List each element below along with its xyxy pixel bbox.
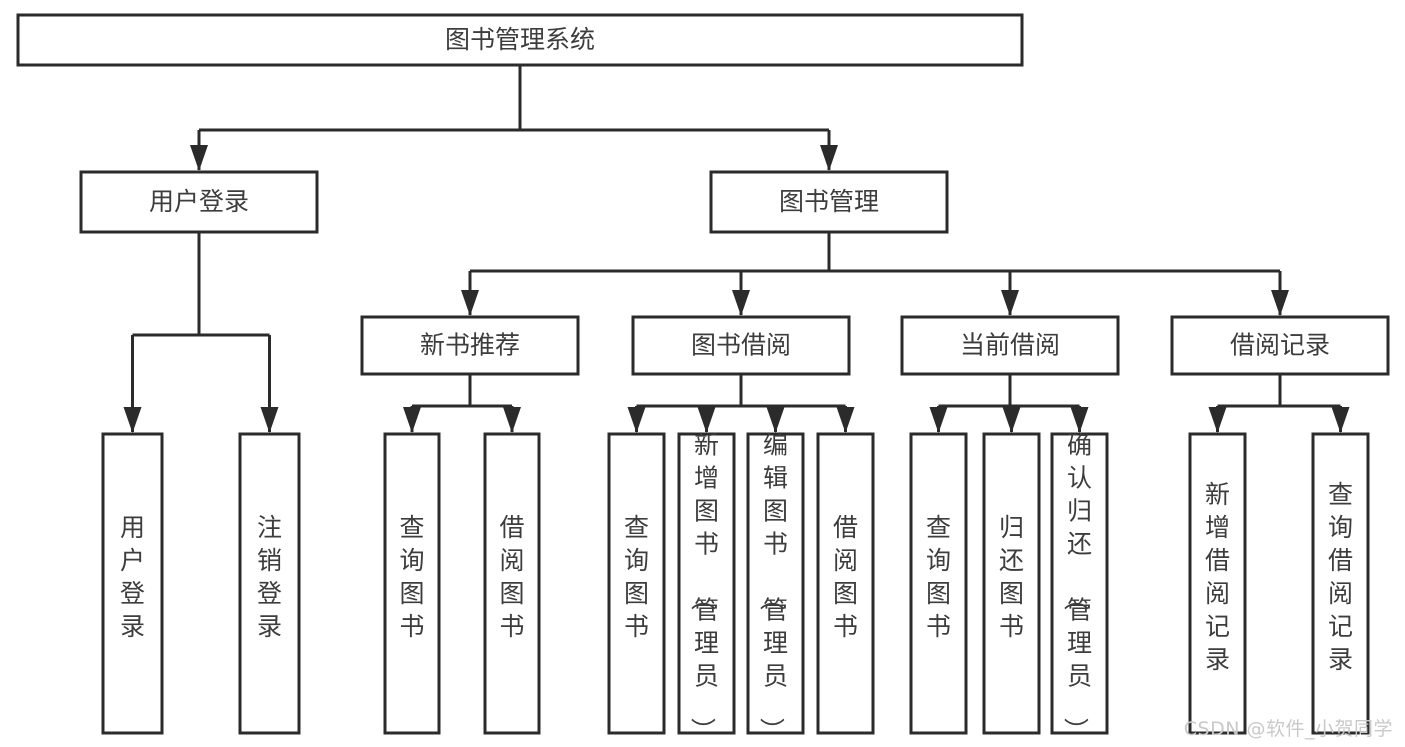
- arrow-head-icon-to-leaf-add-book: [697, 407, 716, 433]
- node-leaf-return-book[interactable]: 归还图书: [982, 432, 1041, 735]
- node-label-new-book-rec: 新书推荐: [420, 331, 520, 360]
- node-label-leaf-rec-query-book: 查询图书: [399, 513, 424, 641]
- node-label-user-login: 用户登录: [149, 187, 249, 216]
- node-box-borrow-record[interactable]: [1170, 315, 1390, 376]
- arrow-head-icon-to-book-manage: [820, 145, 838, 171]
- node-box-leaf-borrow-book[interactable]: [816, 432, 875, 735]
- node-leaf-logout[interactable]: 注销登录: [238, 432, 301, 735]
- node-label-leaf-borrow-query-book: 查询图书: [624, 513, 649, 641]
- arrow-head-icon-to-leaf-user-login: [123, 407, 142, 433]
- node-box-root[interactable]: [16, 13, 1024, 67]
- node-box-current-borrow[interactable]: [900, 315, 1120, 376]
- node-label-leaf-rec-borrow-book: 借阅图书: [499, 513, 524, 641]
- node-label-book-manage: 图书管理: [779, 187, 879, 216]
- arrow-head-icon-to-current-borrow: [1001, 290, 1019, 316]
- arrow-head-icon-to-leaf-add-record: [1208, 407, 1227, 433]
- arrow-head-icon-to-leaf-borrow-query-book: [627, 407, 646, 433]
- arrow-head-icon-to-leaf-query-record: [1331, 407, 1350, 433]
- node-box-leaf-query-record[interactable]: [1311, 432, 1370, 735]
- node-leaf-user-login[interactable]: 用户登录: [101, 432, 164, 735]
- node-label-leaf-add-record: 新增借阅记录: [1205, 480, 1230, 674]
- arrow-head-icon-to-leaf-rec-borrow-book: [503, 407, 521, 433]
- node-current-borrow[interactable]: 当前借阅: [900, 315, 1120, 376]
- node-book-manage[interactable]: 图书管理: [709, 170, 949, 234]
- node-label-leaf-confirm-return: 确认归还（管理员）: [1061, 431, 1092, 743]
- arrow-head-icon-to-leaf-borrow-book: [836, 407, 855, 433]
- node-leaf-add-record[interactable]: 新增借阅记录: [1188, 432, 1247, 735]
- arrow-head-icon-to-book-borrow: [732, 290, 750, 316]
- node-box-leaf-logout[interactable]: [238, 432, 301, 735]
- arrow-head-icon-to-borrow-record: [1271, 290, 1289, 316]
- node-label-root: 图书管理系统: [445, 25, 595, 54]
- node-box-leaf-edit-book[interactable]: [746, 432, 805, 735]
- node-book-borrow[interactable]: 图书借阅: [631, 315, 851, 376]
- node-box-book-manage[interactable]: [709, 170, 949, 234]
- node-box-book-borrow[interactable]: [631, 315, 851, 376]
- node-box-user-login[interactable]: [79, 170, 319, 234]
- node-user-login[interactable]: 用户登录: [79, 170, 319, 234]
- node-box-leaf-cur-query-book[interactable]: [909, 432, 968, 735]
- node-box-leaf-return-book[interactable]: [982, 432, 1041, 735]
- connectors-layer: [123, 65, 1350, 433]
- node-leaf-confirm-return[interactable]: 确认归还（管理员）: [1050, 431, 1109, 743]
- node-box-new-book-rec[interactable]: [360, 315, 580, 376]
- node-label-leaf-return-book: 归还图书: [999, 513, 1024, 641]
- node-label-leaf-logout: 注销登录: [257, 513, 282, 641]
- node-leaf-edit-book[interactable]: 编辑图书（管理员）: [746, 431, 805, 743]
- node-leaf-rec-query-book[interactable]: 查询图书: [383, 432, 441, 735]
- node-box-leaf-borrow-query-book[interactable]: [607, 432, 666, 735]
- node-box-leaf-add-book[interactable]: [677, 432, 736, 735]
- node-box-leaf-confirm-return[interactable]: [1050, 432, 1109, 735]
- node-label-leaf-edit-book: 编辑图书（管理员）: [757, 431, 788, 743]
- arrow-head-icon-to-new-book-rec: [461, 290, 479, 316]
- node-borrow-record[interactable]: 借阅记录: [1170, 315, 1390, 376]
- node-box-leaf-rec-query-book[interactable]: [383, 432, 441, 735]
- node-new-book-rec[interactable]: 新书推荐: [360, 315, 580, 376]
- node-leaf-cur-query-book[interactable]: 查询图书: [909, 432, 968, 735]
- node-box-leaf-rec-borrow-book[interactable]: [483, 432, 541, 735]
- node-label-leaf-user-login: 用户登录: [120, 513, 145, 641]
- node-leaf-query-record[interactable]: 查询借阅记录: [1311, 432, 1370, 735]
- arrow-head-icon-to-leaf-logout: [260, 407, 279, 433]
- arrow-head-icon-to-leaf-return-book: [1002, 407, 1021, 433]
- node-label-book-borrow: 图书借阅: [691, 331, 791, 360]
- arrow-head-icon-to-leaf-edit-book: [766, 407, 785, 433]
- node-leaf-add-book[interactable]: 新增图书（管理员）: [677, 431, 736, 743]
- node-leaf-borrow-book[interactable]: 借阅图书: [816, 432, 875, 735]
- arrow-head-icon-to-leaf-rec-query-book: [403, 407, 421, 433]
- nodes-layer: 图书管理系统用户登录图书管理新书推荐图书借阅当前借阅借阅记录用户登录注销登录查询…: [16, 13, 1390, 743]
- node-label-leaf-borrow-book: 借阅图书: [833, 513, 858, 641]
- node-label-leaf-cur-query-book: 查询图书: [926, 513, 951, 641]
- arrow-head-icon-to-user-login: [190, 145, 208, 171]
- node-box-leaf-add-record[interactable]: [1188, 432, 1247, 735]
- node-leaf-borrow-query-book[interactable]: 查询图书: [607, 432, 666, 735]
- node-label-current-borrow: 当前借阅: [960, 331, 1060, 360]
- node-label-leaf-query-record: 查询借阅记录: [1328, 480, 1353, 674]
- node-box-leaf-user-login[interactable]: [101, 432, 164, 735]
- node-label-leaf-add-book: 新增图书（管理员）: [688, 431, 719, 743]
- node-root[interactable]: 图书管理系统: [16, 13, 1024, 67]
- node-leaf-rec-borrow-book[interactable]: 借阅图书: [483, 432, 541, 735]
- arrow-head-icon-to-leaf-cur-query-book: [929, 407, 948, 433]
- node-label-borrow-record: 借阅记录: [1230, 331, 1330, 360]
- arrow-head-icon-to-leaf-confirm-return: [1070, 407, 1089, 433]
